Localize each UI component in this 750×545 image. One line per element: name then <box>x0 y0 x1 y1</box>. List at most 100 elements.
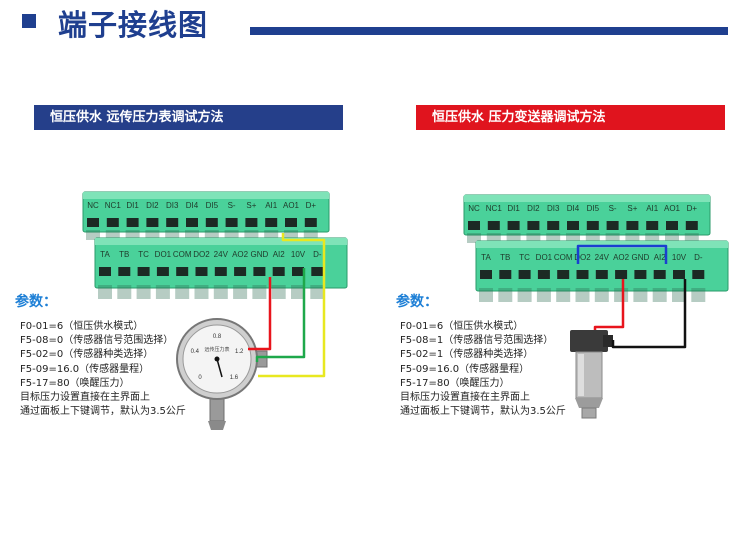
terminal-socket <box>585 233 600 243</box>
terminal-label: AI2 <box>273 250 286 259</box>
terminal-socket <box>310 285 325 299</box>
left-section-banner: 恒压供水 远传压力表调试方法 <box>34 105 343 130</box>
param-line: 通过面板上下键调节，默认为3.5公斤 <box>400 406 566 418</box>
terminal-socket <box>86 230 100 240</box>
terminal-block-ridge <box>95 238 347 245</box>
terminal-socket <box>566 233 580 243</box>
terminal-screw-slot <box>567 221 579 230</box>
gauge-fitting <box>208 421 226 430</box>
terminal-label: DI2 <box>146 201 159 210</box>
param-line: F5-02=1（传感器种类选择） <box>400 349 534 361</box>
terminal-socket <box>633 288 648 302</box>
gauge-dial-label: 远传压力表 <box>204 346 229 353</box>
terminal-label: DO1 <box>536 253 553 262</box>
terminal-label: AI2 <box>654 253 667 262</box>
terminal-label: DO1 <box>155 250 172 259</box>
terminal-block-ridge <box>476 241 728 248</box>
terminal-label: DO2 <box>193 250 210 259</box>
terminal-screw-slot <box>615 270 628 279</box>
terminal-socket <box>605 233 620 243</box>
terminal-block-bottom <box>94 237 348 289</box>
terminal-screw-slot <box>106 218 119 227</box>
terminal-label: S- <box>228 201 236 210</box>
terminal-label: 10V <box>672 253 687 262</box>
param-line: F5-17=80（唤醒压力） <box>20 377 130 389</box>
terminal-label: DI1 <box>126 201 139 210</box>
terminal-socket <box>665 233 679 243</box>
terminal-label: DI4 <box>567 204 580 213</box>
terminal-screw-slot <box>225 218 238 227</box>
terminal-screw-slot <box>245 218 258 227</box>
terminal-screw-slot <box>606 221 619 230</box>
param-line: F0-01=6（恒压供水模式） <box>400 321 524 332</box>
terminal-label: TA <box>481 253 491 262</box>
terminal-socket <box>136 285 151 299</box>
gauge-needle <box>216 358 223 378</box>
transmitter-connector <box>570 330 608 352</box>
terminal-screw-slot <box>304 218 317 227</box>
gauge-scale-label: 1.6 <box>230 375 239 381</box>
terminal-screw-slot <box>253 267 266 276</box>
terminal-screw-slot <box>487 221 500 230</box>
terminal-screw-slot <box>137 267 150 276</box>
terminal-label: NC1 <box>105 201 122 210</box>
transmitter-hex <box>575 398 603 408</box>
transmitter-highlight <box>578 354 584 396</box>
terminal-socket <box>264 230 279 240</box>
terminal-socket <box>614 288 629 302</box>
terminal-label: DO2 <box>574 253 591 262</box>
right-params-list: F0-01=6（恒压供水模式） F5-08=1（传感器信号范围选择） F5-02=1… <box>400 320 566 419</box>
gauge-scale-label: 0 <box>198 375 202 381</box>
header-rule <box>250 27 728 35</box>
terminal-label: AO2 <box>232 250 249 259</box>
wire-black-ai2 <box>611 279 687 349</box>
param-line: F5-08=1（传感器信号范围选择） <box>400 335 554 347</box>
terminal-socket <box>271 285 286 299</box>
terminal-label: S- <box>609 204 617 213</box>
terminal-label: 10V <box>291 250 306 259</box>
wire-blue-com-gnd <box>576 244 668 264</box>
transmitter-cable-gland <box>603 335 613 347</box>
terminal-label: AI1 <box>646 204 659 213</box>
terminal-socket <box>175 285 190 299</box>
terminal-screw-slot <box>99 267 111 276</box>
terminal-socket <box>625 233 640 243</box>
terminal-socket <box>303 230 318 240</box>
terminal-socket <box>546 233 561 243</box>
terminal-socket <box>244 230 259 240</box>
terminal-socket <box>556 288 571 302</box>
param-line: 通过面板上下键调节，默认为3.5公斤 <box>20 406 186 418</box>
terminal-label: D+ <box>687 204 698 213</box>
terminal-socket <box>117 285 132 299</box>
terminal-label: DI1 <box>507 204 520 213</box>
terminal-socket <box>252 285 267 299</box>
terminal-screw-slot <box>499 270 512 279</box>
terminal-socket <box>684 233 699 243</box>
terminal-socket <box>517 288 532 302</box>
terminal-screw-slot <box>518 270 531 279</box>
terminal-screw-slot <box>205 218 218 227</box>
wire-red-24v <box>593 279 625 330</box>
terminal-screw-slot <box>685 221 698 230</box>
terminal-label: COM <box>173 250 192 259</box>
terminal-label: TA <box>100 250 110 259</box>
param-line: F5-09=16.0（传感器量程） <box>20 363 150 375</box>
terminal-label: DI4 <box>186 201 199 210</box>
terminal-label: NC <box>468 204 480 213</box>
page-title: 端子接线图 <box>58 8 209 42</box>
terminal-socket <box>672 288 686 302</box>
left-params-list: F0-01=6（恒压供水模式）F5-08=0（传感器信号范围选择）F5-02=0… <box>20 320 186 419</box>
terminal-socket <box>98 285 112 299</box>
terminal-socket <box>145 230 160 240</box>
wires <box>248 233 687 378</box>
terminal-screw-slot <box>166 218 179 227</box>
terminal-socket <box>224 230 239 240</box>
terminal-socket <box>691 288 706 302</box>
terminal-socket <box>204 230 219 240</box>
terminal-label: DI5 <box>587 204 600 213</box>
terminal-label: DI3 <box>547 204 560 213</box>
param-line: F5-08=0（传感器信号范围选择） <box>20 335 174 347</box>
gauge-pivot <box>214 356 220 362</box>
param-line: F5-17=80（唤醒压力） <box>400 377 510 389</box>
